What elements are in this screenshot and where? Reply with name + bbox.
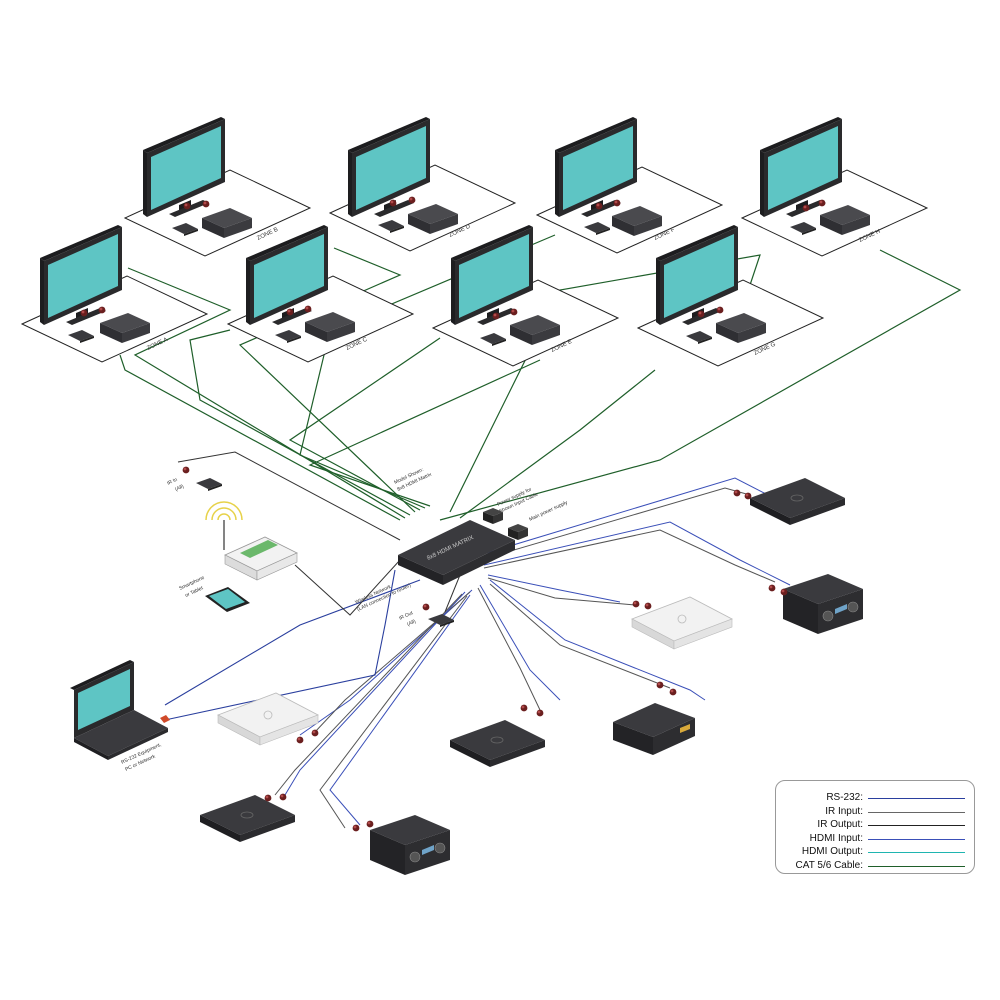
legend-label: CAT 5/6 Cable: bbox=[795, 859, 863, 871]
ir-out-label-2: (All) bbox=[406, 618, 417, 627]
legend-row: CAT 5/6 Cable: bbox=[776, 859, 976, 872]
legend-label: HDMI Input: bbox=[809, 832, 863, 844]
zone-c: ZONE C bbox=[227, 225, 414, 363]
legend-line-swatch bbox=[868, 825, 965, 827]
zone-e: ZONE E bbox=[432, 225, 619, 367]
hdmi-input-cables bbox=[274, 477, 791, 829]
source-receiver-1 bbox=[768, 573, 864, 635]
zone-f: ZONE F bbox=[536, 117, 723, 254]
smartphone bbox=[205, 587, 250, 612]
legend-label: IR Output: bbox=[817, 819, 863, 830]
legend-label: HDMI Output: bbox=[801, 846, 863, 857]
legend: RS-232: IR Input: IR Output: HDMI Input: HDM… bbox=[775, 780, 975, 874]
legend-line-swatch bbox=[868, 852, 965, 854]
legend-row: HDMI Input: bbox=[776, 832, 976, 845]
legend-line-swatch bbox=[868, 811, 965, 813]
legend-line-swatch bbox=[868, 798, 965, 800]
zone-a: ZONE A bbox=[21, 225, 208, 363]
legend-row: IR Input: bbox=[776, 805, 976, 818]
source-bluray-1 bbox=[733, 477, 846, 526]
hdmi-matrix: 8x8 HDMI MATRIX bbox=[398, 520, 515, 585]
main-power-label: Main power supply bbox=[528, 500, 569, 523]
ir-lan-cables bbox=[177, 451, 461, 616]
source-receiver-2 bbox=[352, 814, 451, 876]
legend-line-swatch bbox=[868, 865, 965, 867]
ir-in-receiver bbox=[182, 466, 222, 491]
source-white-1 bbox=[631, 596, 733, 650]
zone-h: ZONE H bbox=[741, 117, 928, 257]
legend-row: HDMI Output: bbox=[776, 845, 976, 858]
legend-label: RS-232: bbox=[826, 792, 863, 803]
zone-g: ZONE G bbox=[637, 225, 824, 367]
ir-in-label-2: (All) bbox=[174, 483, 185, 492]
source-settop-box bbox=[613, 681, 695, 755]
ir-out-label-1: IR Out bbox=[398, 610, 414, 622]
legend-label: IR Input: bbox=[825, 805, 863, 817]
legend-line-swatch bbox=[868, 838, 965, 840]
legend-row: IR Output: bbox=[776, 818, 976, 831]
wifi-router bbox=[205, 501, 298, 581]
power-supply-input bbox=[483, 508, 503, 524]
source-bluray-3 bbox=[199, 793, 296, 843]
source-white-2 bbox=[217, 692, 319, 746]
ir-in-label-1: IR In bbox=[166, 477, 178, 487]
zone-d: ZONE D bbox=[329, 117, 516, 252]
zone-b: ZONE B bbox=[124, 117, 311, 257]
laptop bbox=[70, 660, 170, 760]
power-supply-main bbox=[508, 524, 528, 540]
legend-row: RS-232: bbox=[776, 791, 976, 804]
source-bluray-2 bbox=[449, 704, 546, 768]
